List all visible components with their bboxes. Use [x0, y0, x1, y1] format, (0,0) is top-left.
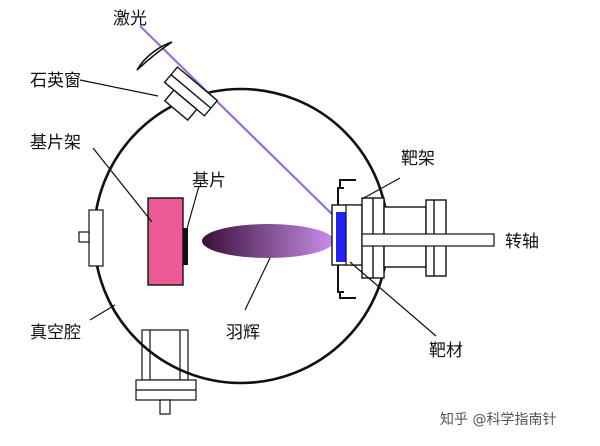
label-substrate-holder: 基片架 — [30, 133, 81, 153]
label-target: 靶材 — [429, 341, 463, 361]
plume — [202, 224, 334, 258]
label-target-holder: 靶架 — [401, 149, 435, 169]
label-rotation-shaft: 转轴 — [505, 232, 539, 252]
focusing-lens — [136, 41, 173, 71]
substrate-plate — [183, 228, 188, 265]
pedestal — [135, 329, 197, 415]
watermark: 知乎 @科学指南针 — [440, 411, 556, 428]
quartz-window — [163, 66, 219, 122]
left-port — [78, 209, 104, 267]
label-plume: 羽辉 — [226, 323, 260, 343]
label-quartz-window: 石英窗 — [30, 71, 81, 91]
substrate-holder-block — [147, 197, 184, 286]
label-laser: 激光 — [113, 9, 147, 29]
leader-lines — [79, 79, 437, 337]
rotation-shaft — [361, 233, 495, 247]
target-material — [336, 212, 346, 262]
target-backing — [345, 204, 363, 266]
laser-beam — [139, 25, 339, 221]
label-substrate: 基片 — [192, 171, 226, 191]
label-vacuum-chamber: 真空腔 — [30, 323, 81, 343]
